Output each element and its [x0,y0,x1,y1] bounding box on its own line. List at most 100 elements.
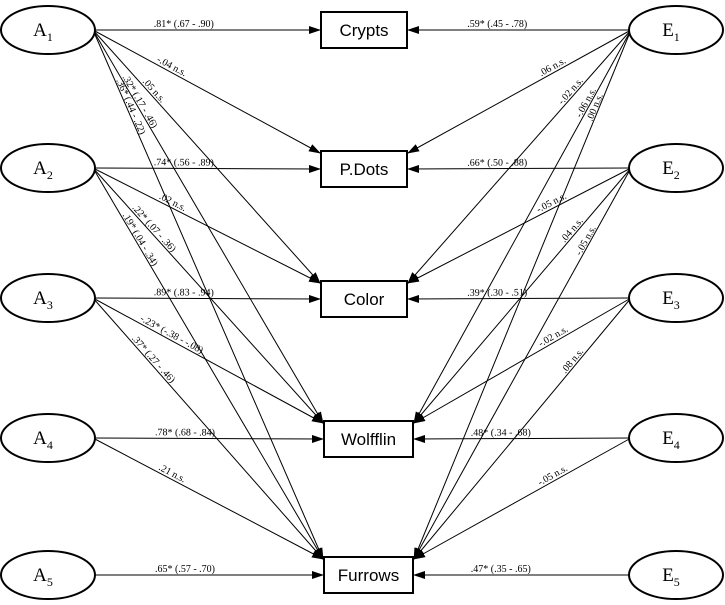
path-arrow-a1-to-furrows [92,29,324,560]
factor-label: A1 [33,20,53,44]
path-arrow-a4-to-furrows [92,437,324,560]
factor-letter: E [662,428,674,449]
path-arrow-a1-to-color [92,29,321,284]
edges-layer [92,26,632,579]
path-arrow-a2-to-color [92,167,321,284]
latent-factor-e4: E4 [628,413,724,463]
latent-factor-a4: A4 [0,413,96,463]
factor-ellipse [628,550,724,600]
path-coefficient-label: .37* (.27 - .46) [129,333,177,385]
trait-box [320,11,408,49]
factor-letter: E [662,158,674,179]
factor-label: E5 [662,565,680,589]
factor-letter: E [662,20,674,41]
latent-factor-a1: A1 [0,5,96,55]
factor-ellipse [628,143,724,193]
path-coefficient-label: .65* (.57 - .70) [155,564,215,575]
factor-letter: A [33,565,47,586]
factor-label: E1 [662,20,680,44]
trait-box [323,420,414,458]
path-arrow-e4-to-furrows [413,437,632,560]
factor-ellipse [0,273,96,323]
path-coefficient-label: .59* (.45 - .78) [467,19,527,30]
factor-subscript: 3 [674,298,680,312]
path-arrow-e2-to-furrows [413,167,632,560]
path-arrow-a3-to-furrows [92,297,324,560]
trait-box [320,150,408,188]
trait-label: P.Dots [340,160,389,179]
path-arrow-a4-to-wolfflin [92,434,324,443]
observed-trait-pdots: P.Dots [320,150,408,188]
path-coefficient-label: .66* (.50 - .88) [467,157,527,168]
trait-label: Crypts [339,21,388,40]
factor-ellipse [0,143,96,193]
path-coefficient-label: .06 n.s. [537,56,568,80]
factor-subscript: 5 [674,575,680,589]
factor-label: A2 [33,158,53,182]
path-arrow-a3-to-color [92,294,321,303]
path-coefficient-label: -.02 n.s. [537,324,570,350]
path-coefficient-label: .89* (.83 - .94) [154,287,214,298]
path-arrow-a2-to-furrows [92,167,324,560]
factor-subscript: 1 [674,30,680,44]
factor-letter: A [33,428,47,449]
factor-label: E2 [662,158,680,182]
latent-factor-e5: E5 [628,550,724,600]
observed-trait-wolfflin: Wolfflin [323,420,414,458]
factor-letter: A [33,158,47,179]
factor-ellipse [0,413,96,463]
factor-label: A5 [33,565,53,589]
path-coefficient-label: .78* (.68 - .84) [155,427,215,438]
trait-label: Furrows [338,566,399,585]
path-arrow-e3-to-wolfflin [413,297,632,424]
factor-subscript: 3 [47,298,53,312]
path-coefficient-label: .47* (.35 - .65) [471,564,531,575]
path-coefficient-label: .81* (.67 - .90) [154,19,214,30]
latent-factor-e1: E1 [628,5,724,55]
latent-factor-a3: A3 [0,273,96,323]
latent-factor-a2: A2 [0,143,96,193]
path-arrow-a3-to-wolfflin [92,297,324,424]
path-arrow-e1-to-furrows [413,29,632,560]
path-coefficient-label: .02 n.s. [157,191,188,214]
observed-trait-color: Color [320,280,408,318]
latent-factor-e2: E2 [628,143,724,193]
path-arrow-e1-to-wolfflin [413,29,632,424]
factor-subscript: 4 [47,438,53,452]
path-coefficient-label: .48* (.34 - .68) [471,427,531,438]
path-arrow-a2-to-pdots [92,164,321,173]
factor-label: A3 [33,288,53,312]
factor-ellipse [628,413,724,463]
trait-label: Wolfflin [341,430,396,449]
factor-label: E3 [662,288,680,312]
path-arrow-a2-to-wolfflin [92,167,324,424]
factor-subscript: 4 [674,438,680,452]
observed-trait-crypts: Crypts [320,11,408,49]
factor-letter: E [662,288,674,309]
path-arrow-a1-to-pdots [92,29,321,154]
factor-ellipse [628,273,724,323]
trait-label: Color [344,290,385,309]
path-arrow-e3-to-furrows [413,297,632,560]
path-arrow-e2-to-pdots [407,164,632,173]
factor-label: A4 [33,428,53,452]
factor-subscript: 1 [47,30,53,44]
latent-factor-a5: A5 [0,550,96,600]
path-arrow-e3-to-color [407,294,632,303]
path-coefficient-label: -.05 n.s. [536,463,570,488]
trait-box [320,280,408,318]
factor-subscript: 5 [47,575,53,589]
path-coefficient-label: .39* (.30 - .51) [467,287,527,298]
path-coefficient-label: .08 n.s. [559,346,586,375]
path-coefficient-label: .74* (.56 - .89) [154,157,214,168]
path-arrow-e2-to-color [407,167,632,284]
path-arrow-e1-to-pdots [407,29,632,154]
factor-letter: E [662,565,674,586]
factor-ellipse [0,5,96,55]
factor-letter: A [33,288,47,309]
factor-letter: A [33,20,47,41]
factor-label: E4 [662,428,680,452]
path-coefficient-label: .21 n.s. [157,462,188,485]
path-arrow-e2-to-wolfflin [413,167,632,424]
